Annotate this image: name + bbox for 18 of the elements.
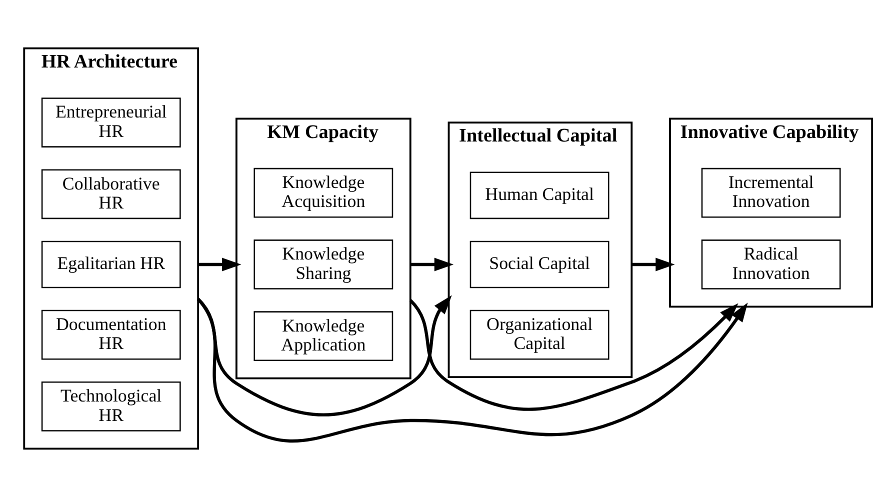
node-box: Incremental Innovation (701, 167, 841, 218)
arrow (196, 298, 748, 442)
node-box: Knowledge Sharing (254, 239, 394, 289)
node-box: Entrepreneurial HR (41, 97, 181, 147)
node-box: Knowledge Application (254, 310, 394, 361)
arrow (632, 257, 675, 271)
node-box: Collaborative HR (41, 168, 181, 219)
node-box: Social Capital (470, 240, 610, 288)
node-box: Knowledge Acquisition (254, 167, 394, 218)
node-box: Organizational Capital (470, 309, 610, 360)
arrow (409, 298, 738, 410)
node-box: Documentation HR (41, 309, 181, 360)
node-box: Egalitarian HR (41, 240, 181, 288)
node-box: Radical Innovation (701, 239, 841, 289)
arrow (410, 257, 454, 271)
node-box: Human Capital (470, 171, 610, 219)
arrow (198, 257, 242, 271)
node-box: Technological HR (41, 381, 181, 431)
